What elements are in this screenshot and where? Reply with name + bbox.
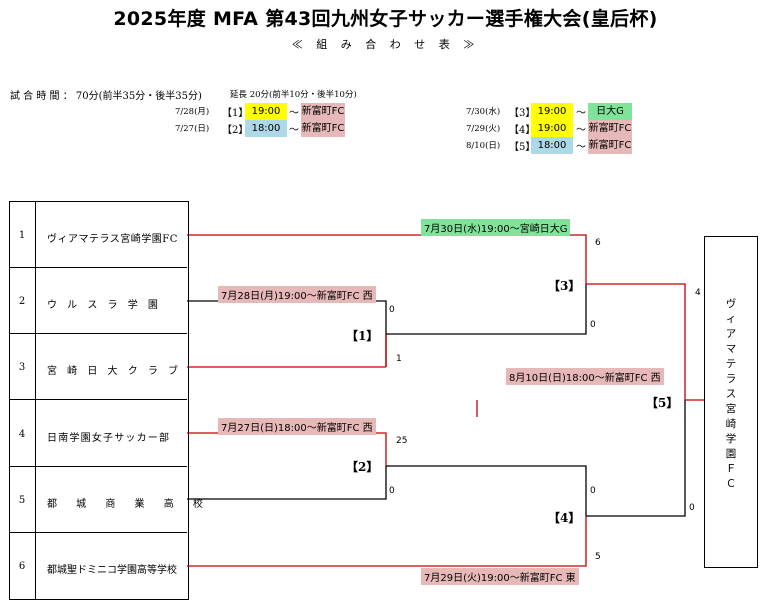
schedule-tilde: 〜 xyxy=(289,108,299,119)
team-table xyxy=(9,201,189,600)
team-name: ヴィアマテラス宮崎学園FC xyxy=(47,234,178,245)
bracket-line-m3-bottom xyxy=(386,284,587,335)
schedule-date: 7/29(火) xyxy=(466,124,501,134)
match-3-info: 7月30日(水)19:00〜宮崎日大G xyxy=(421,219,571,236)
table-row: 6 都城聖ドミニコ学園高等学校 xyxy=(9,532,187,598)
page-subtitle: ≪ 組 み 合 わ せ 表 ≫ xyxy=(291,38,480,51)
match-4-score-top: 0 xyxy=(590,486,596,496)
schedule-tilde: 〜 xyxy=(576,108,586,119)
schedule-time: 19:00 xyxy=(531,103,573,120)
match-5-score-bottom: 0 xyxy=(689,503,695,513)
match-1-score-top: 0 xyxy=(389,305,395,315)
schedule-venue: 新富町FC xyxy=(588,137,632,154)
schedule-id: 【1】 xyxy=(222,108,249,119)
schedule-time: 19:00 xyxy=(245,103,287,120)
match-1-label: 【1】 xyxy=(346,329,379,343)
table-row: 5 都 城 商 業 高 校 xyxy=(9,466,203,533)
schedule-date: 7/30(水) xyxy=(466,107,501,117)
match-5-info: 8月10日(日)18:00〜新富町FC 西 xyxy=(506,368,664,385)
schedule-venue: 新富町FC xyxy=(588,120,632,137)
table-row: 1 ヴィアマテラス宮崎学園FC xyxy=(9,201,187,268)
table-divider xyxy=(35,201,36,599)
schedule-tilde: 〜 xyxy=(289,125,299,136)
schedule-tilde: 〜 xyxy=(576,142,586,153)
team-name: ウ ル ス ラ 学 園 xyxy=(47,300,162,311)
bracket-line-m5-bottom xyxy=(586,400,686,517)
schedule-id: 【3】 xyxy=(509,108,536,119)
team-name: 都 城 商 業 高 校 xyxy=(47,499,211,510)
schedule-time: 18:00 xyxy=(245,120,287,137)
match-4-label: 【4】 xyxy=(548,511,581,525)
schedule-tilde: 〜 xyxy=(576,125,586,136)
team-number: 2 xyxy=(18,296,26,307)
match-2-score-top: 25 xyxy=(396,436,408,446)
match-time: 試 合 時 間 ： 70分(前半35分・後半35分) xyxy=(10,91,202,102)
bracket-line-m4-top xyxy=(386,465,587,516)
match-3-score-top: 6 xyxy=(595,238,601,248)
schedule-time: 19:00 xyxy=(531,120,573,137)
team-number: 6 xyxy=(18,561,26,572)
table-row: 2 ウ ル ス ラ 学 園 xyxy=(9,267,187,334)
schedule-id: 【2】 xyxy=(222,125,249,136)
match-2-score-bottom: 0 xyxy=(389,486,395,496)
table-row: 3 宮 崎 日 大 ク ラ ブ xyxy=(9,333,187,400)
extension-time: 延長 20分(前半10分・後半10分) xyxy=(230,90,357,100)
schedule-date: 8/10(日) xyxy=(466,141,501,151)
team-name: 日南学園女子サッカー部 xyxy=(47,433,171,444)
bracket-line-m4-bottom xyxy=(187,516,587,567)
schedule-venue: 日大G xyxy=(588,103,632,120)
team-number: 1 xyxy=(18,230,26,241)
team-number: 3 xyxy=(18,362,26,373)
table-row: 4 日南学園女子サッカー部 xyxy=(9,400,187,467)
team-name: 都城聖ドミニコ学園高等学校 xyxy=(47,565,177,576)
match-4-info: 7月29日(火)19:00〜新富町FC 東 xyxy=(421,568,579,585)
bracket-line-m2-bottom xyxy=(187,466,387,500)
match-1-info: 7月28日(月)19:00〜新富町FC 西 xyxy=(218,286,376,303)
match-3-label: 【3】 xyxy=(548,279,581,293)
match-1-score-bottom: 1 xyxy=(396,354,402,364)
team-number: 5 xyxy=(18,495,26,506)
schedule-id: 【5】 xyxy=(509,142,536,153)
match-3-score-bottom: 0 xyxy=(590,320,596,330)
bracket-line-m5-top xyxy=(586,283,686,400)
team-name: 宮 崎 日 大 ク ラ ブ xyxy=(47,366,182,377)
bracket-line-m3-top xyxy=(187,234,587,284)
match-5-score-top: 4 xyxy=(695,288,701,298)
match-2-info: 7月27日(日)18:00〜新富町FC 西 xyxy=(218,418,376,435)
team-number: 4 xyxy=(18,429,26,440)
schedule-venue: 新富町FC xyxy=(301,120,345,137)
match-4-score-bottom: 5 xyxy=(595,552,601,562)
page-title: 2025年度 MFA 第43回九州女子サッカー選手権大会(皇后杯) xyxy=(113,8,658,30)
match-5-label: 【5】 xyxy=(646,396,679,410)
schedule-date: 7/28(月) xyxy=(175,107,210,117)
schedule-venue: 新富町FC xyxy=(301,103,345,120)
schedule-date: 7/27(日) xyxy=(175,124,210,134)
schedule-time: 18:00 xyxy=(531,137,573,154)
match-2-label: 【2】 xyxy=(346,460,379,474)
schedule-id: 【4】 xyxy=(509,125,536,136)
